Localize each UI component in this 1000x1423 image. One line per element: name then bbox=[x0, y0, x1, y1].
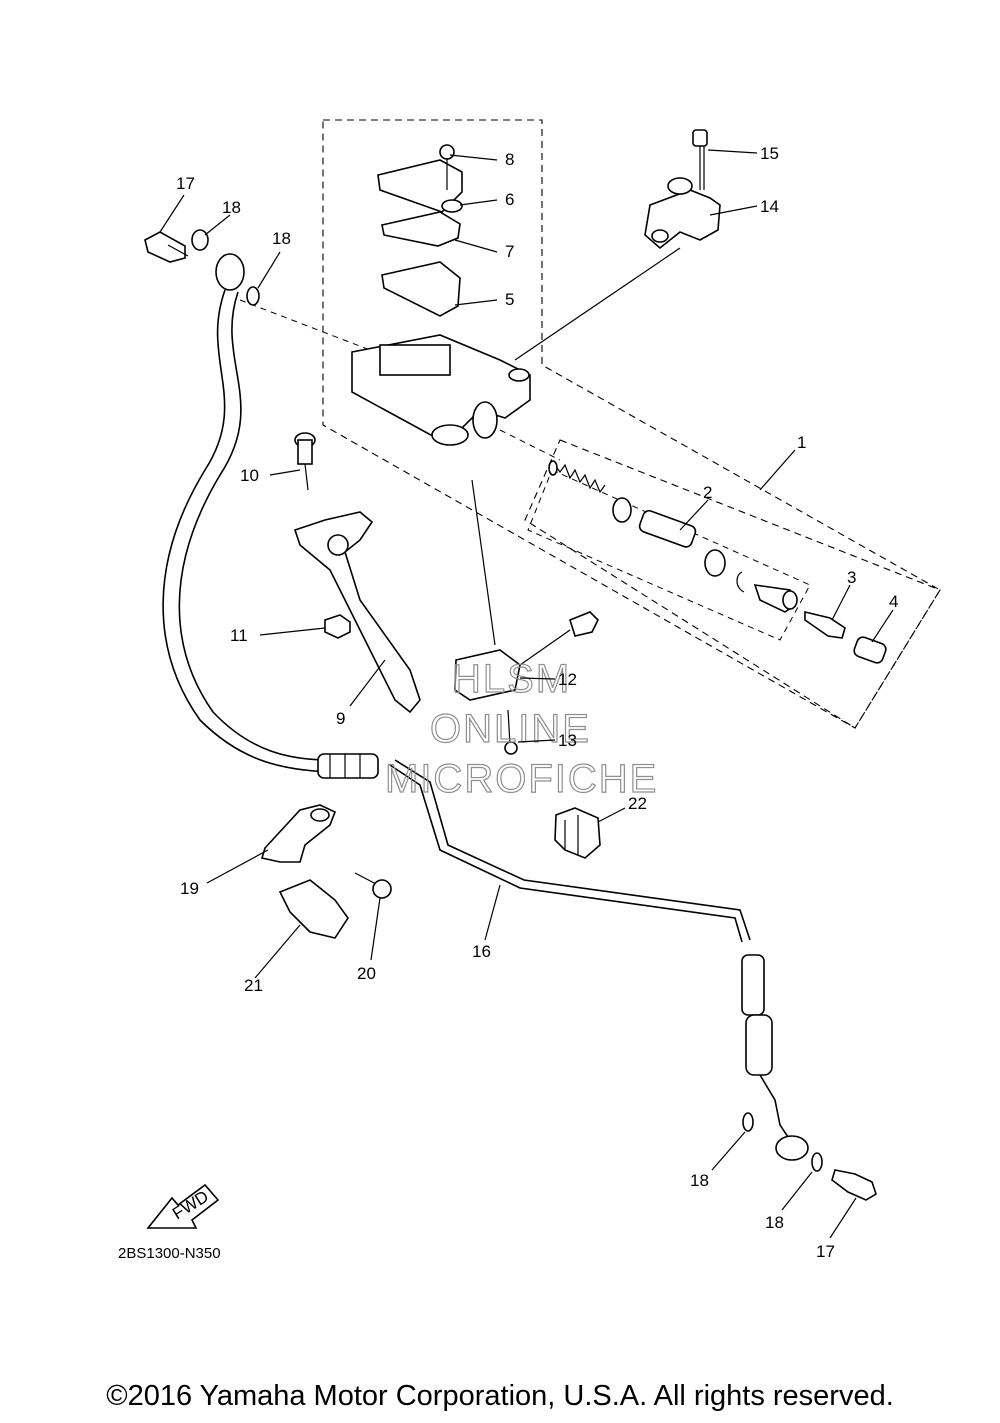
callout-18-upper-b: 18 bbox=[272, 229, 291, 248]
hose-fitting-upper bbox=[215, 253, 245, 291]
piston-assembly-boundary bbox=[527, 469, 811, 641]
circlip bbox=[736, 571, 745, 593]
cap-plate bbox=[381, 211, 461, 247]
callout-16: 16 bbox=[472, 942, 491, 961]
callout-8: 8 bbox=[505, 150, 514, 169]
spring bbox=[548, 460, 606, 494]
clutch-lever bbox=[293, 511, 421, 714]
copyright-notice: ©2016 Yamaha Motor Corporation, U.S.A. A… bbox=[106, 1380, 894, 1412]
secondary-cup bbox=[704, 549, 726, 577]
switch-leader bbox=[471, 479, 496, 646]
clutch-hose-left-b bbox=[178, 291, 331, 761]
clutch-pipe bbox=[389, 764, 743, 943]
holder-bolt bbox=[354, 872, 392, 899]
callout-1: 1 bbox=[797, 433, 806, 452]
callout-2: 2 bbox=[703, 483, 712, 502]
washer-lower-b bbox=[811, 1152, 823, 1172]
banjo-bolt-upper bbox=[144, 231, 189, 263]
cap-assembly-boundary bbox=[322, 119, 941, 729]
hose-clamp bbox=[278, 879, 349, 939]
callout-22: 22 bbox=[628, 794, 647, 813]
callout-15: 15 bbox=[760, 144, 779, 163]
switch-screw bbox=[504, 709, 518, 755]
hose-holder bbox=[260, 804, 337, 863]
alignment-line-piston bbox=[499, 429, 561, 461]
callout-7: 7 bbox=[505, 242, 514, 261]
callout-9: 9 bbox=[336, 709, 345, 728]
callout-leaders bbox=[159, 149, 894, 1239]
callout-4: 4 bbox=[889, 592, 898, 611]
diaphragm bbox=[381, 261, 461, 317]
dust-seal bbox=[753, 584, 798, 613]
fwd-arrow-icon: FWD bbox=[146, 1183, 220, 1229]
callout-11: 11 bbox=[230, 626, 248, 645]
watermark-line-3: MICROFICHE bbox=[385, 757, 658, 801]
callout-6: 6 bbox=[505, 190, 514, 209]
callout-14: 14 bbox=[760, 197, 779, 216]
callout-18-lower-a: 18 bbox=[690, 1171, 709, 1190]
callout-21: 21 bbox=[244, 976, 263, 995]
callout-18-upper-a: 18 bbox=[222, 198, 241, 217]
callout-20: 20 bbox=[357, 964, 376, 983]
clutch-pipe-b bbox=[394, 759, 751, 941]
clutch-hose-left bbox=[162, 289, 331, 773]
hose-fitting-banjo-lower bbox=[775, 1135, 809, 1161]
primary-cup bbox=[612, 497, 632, 523]
watermark-line-2: ONLINE bbox=[430, 707, 591, 751]
pivot-bolt bbox=[294, 432, 316, 491]
hose-fitting-lower bbox=[741, 954, 801, 1146]
callout-5: 5 bbox=[505, 290, 514, 309]
lever-nut bbox=[324, 614, 351, 639]
clutch-switch bbox=[454, 611, 599, 701]
piston-kit-boundary bbox=[524, 439, 941, 729]
callout-3: 3 bbox=[847, 568, 856, 587]
washer-upper-b bbox=[246, 286, 260, 306]
callout-17-upper: 17 bbox=[176, 174, 195, 193]
diagram-code: 2BS1300-N350 bbox=[118, 1245, 221, 1262]
reservoir-cap bbox=[377, 159, 463, 213]
clamp bbox=[644, 177, 721, 250]
clip bbox=[554, 807, 601, 859]
callout-13: 13 bbox=[558, 731, 577, 750]
callout-19: 19 bbox=[180, 879, 199, 898]
callout-12: 12 bbox=[558, 670, 577, 689]
washer-lower-a bbox=[742, 1112, 754, 1132]
washer-upper-a bbox=[191, 229, 209, 251]
hose-fitting-center bbox=[317, 753, 379, 779]
callout-10: 10 bbox=[240, 466, 259, 485]
master-cylinder-body bbox=[351, 334, 531, 446]
callout-17-lower: 17 bbox=[816, 1242, 835, 1261]
banjo-bolt-lower bbox=[831, 1169, 877, 1201]
clamp-leader bbox=[514, 247, 681, 361]
clamp-bolt bbox=[692, 129, 708, 190]
callout-18-lower-b: 18 bbox=[765, 1213, 784, 1232]
boot bbox=[853, 636, 887, 664]
push-rod bbox=[804, 610, 846, 639]
piston bbox=[638, 509, 697, 548]
alignment-line-banjo bbox=[239, 299, 371, 351]
